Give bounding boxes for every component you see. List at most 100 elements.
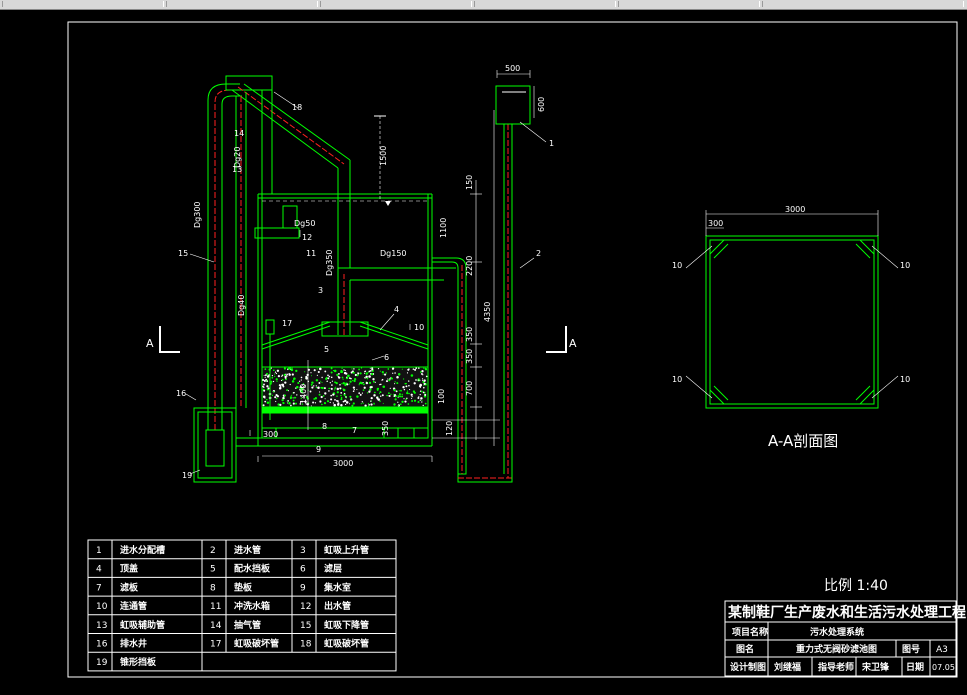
- label-11: 11: [306, 249, 316, 258]
- label-18: 18: [292, 103, 302, 112]
- label-8: 8: [322, 422, 327, 431]
- label-13: 13: [232, 165, 242, 174]
- legend-description: 虹吸辅助管: [120, 619, 165, 631]
- section-label-10-tr: 10: [900, 261, 910, 270]
- legend-number: 13: [96, 621, 107, 631]
- toolbar-segment: [618, 1, 760, 7]
- legend-description: 连通管: [120, 600, 147, 612]
- legend-number: 6: [300, 565, 306, 575]
- label-14: 14: [234, 129, 244, 138]
- dim-500: 500: [505, 64, 520, 73]
- legend-number: 5: [210, 565, 216, 575]
- legend-number: 19: [96, 658, 108, 668]
- label-19: 19: [182, 471, 192, 480]
- legend-description: 锥形挡板: [120, 656, 157, 668]
- legend-description: 垫板: [234, 581, 253, 593]
- designer-name: 刘继福: [774, 661, 801, 673]
- dim-4350: 4350: [483, 302, 492, 322]
- legend-number: 12: [300, 602, 311, 612]
- legend-description: 虹吸上升管: [324, 544, 369, 556]
- toolbar-strip: [0, 0, 967, 10]
- legend-description: 滤板: [120, 581, 139, 593]
- dimension-lines: [185, 70, 547, 475]
- dim-350-b: 350: [465, 349, 474, 364]
- advisor-name: 宋卫锋: [861, 661, 890, 673]
- dim-1400: 1400: [299, 384, 308, 404]
- dim-350-c: 350: [381, 421, 390, 436]
- section-marker-left: A: [146, 337, 154, 350]
- label-16: 16: [176, 389, 186, 398]
- toolbar-segment: [2, 1, 164, 7]
- label-4: 4: [394, 305, 399, 314]
- legend-description: 排水井: [120, 638, 147, 650]
- date-value: 07.05: [932, 663, 955, 672]
- drawing-no-label: 图号: [902, 644, 920, 655]
- toolbar-segment: [320, 1, 472, 7]
- legend-description: 进水管: [234, 544, 261, 556]
- dim-150: 150: [465, 175, 474, 190]
- dim-350-a: 350: [465, 327, 474, 342]
- dim-600: 600: [537, 97, 546, 112]
- dim-120: 120: [445, 421, 454, 436]
- legend-description: 进水分配槽: [120, 544, 165, 556]
- section-dim-300: 300: [708, 219, 723, 228]
- elevation-labels: 1 2 3 4 5 6 7 8 9 10 11 12 13 14 15 16 1…: [176, 103, 554, 480]
- scale-text: 比例 1:40: [824, 578, 888, 594]
- label-dg40: Dg40: [237, 295, 246, 316]
- label-dg150: Dg150: [380, 249, 407, 258]
- label-17: 17: [282, 319, 292, 328]
- label-12: 12: [302, 233, 312, 242]
- section-dim-3000: 3000: [785, 205, 805, 214]
- toolbar-segment: [762, 1, 964, 7]
- label-9: 9: [316, 445, 321, 454]
- legend-number: 10: [96, 602, 108, 612]
- design-label: 设计制图: [730, 661, 766, 673]
- legend-number: 17: [210, 640, 221, 650]
- advisor-label: 指导老师: [818, 661, 854, 673]
- drawing-name-label: 图名: [736, 643, 754, 655]
- legend-description: 出水管: [324, 600, 351, 612]
- section-title: A-A剖面图: [768, 432, 838, 450]
- dimension-texts: 500 600 1500 150 1100 2200 4350 350 350 …: [263, 64, 546, 468]
- legend-description: 虹吸破坏管: [324, 638, 369, 650]
- legend-description: 冲洗水箱: [234, 600, 270, 612]
- toolbar-segment: [474, 1, 616, 7]
- drawing-name-value: 重力式无阀砂滤池图: [796, 643, 877, 655]
- legend-number: 7: [96, 583, 102, 593]
- toolbar-segment: [166, 1, 318, 7]
- label-7: 7: [352, 426, 357, 435]
- legend-number: 18: [300, 640, 312, 650]
- legend-description: 滤层: [324, 563, 342, 575]
- label-dg350: Dg350: [325, 249, 334, 276]
- legend-number: 2: [210, 546, 216, 556]
- dim-3000: 3000: [333, 459, 353, 468]
- legend-number: 11: [210, 602, 221, 612]
- label-2: 2: [536, 249, 541, 258]
- legend-description: 虹吸破坏管: [234, 638, 279, 650]
- legend-number: 16: [96, 640, 108, 650]
- legend-description: 顶盖: [120, 563, 138, 575]
- label-dg50: Dg50: [294, 219, 315, 228]
- legend-description: 集水室: [323, 581, 351, 593]
- filter-elevation: [159, 75, 567, 483]
- drawing-frame: [67, 21, 958, 678]
- drawing-no-value: A3: [936, 645, 948, 655]
- label-5: 5: [324, 345, 329, 354]
- section-label-10-bl: 10: [672, 375, 682, 384]
- label-dg20: Dg20: [233, 147, 242, 168]
- legend-description: 抽气管: [234, 619, 261, 631]
- title-block: 某制鞋厂生产废水和生活污水处理工程 项目名称 污水处理系统 图名 重力式无阀砂滤…: [724, 600, 966, 677]
- section-label-10-tl: 10: [672, 261, 682, 270]
- dim-300: 300: [263, 430, 278, 439]
- section-a-a: 3000 300 10 10 10 10: [672, 205, 910, 409]
- legend-number: 8: [210, 583, 216, 593]
- legend-number: 1: [96, 546, 102, 556]
- date-label: 日期: [906, 661, 924, 673]
- label-15: 15: [178, 249, 188, 258]
- label-10: 10: [414, 323, 424, 332]
- dim-700: 700: [465, 381, 474, 396]
- section-label-10-br: 10: [900, 375, 910, 384]
- legend-number: 3: [300, 546, 306, 556]
